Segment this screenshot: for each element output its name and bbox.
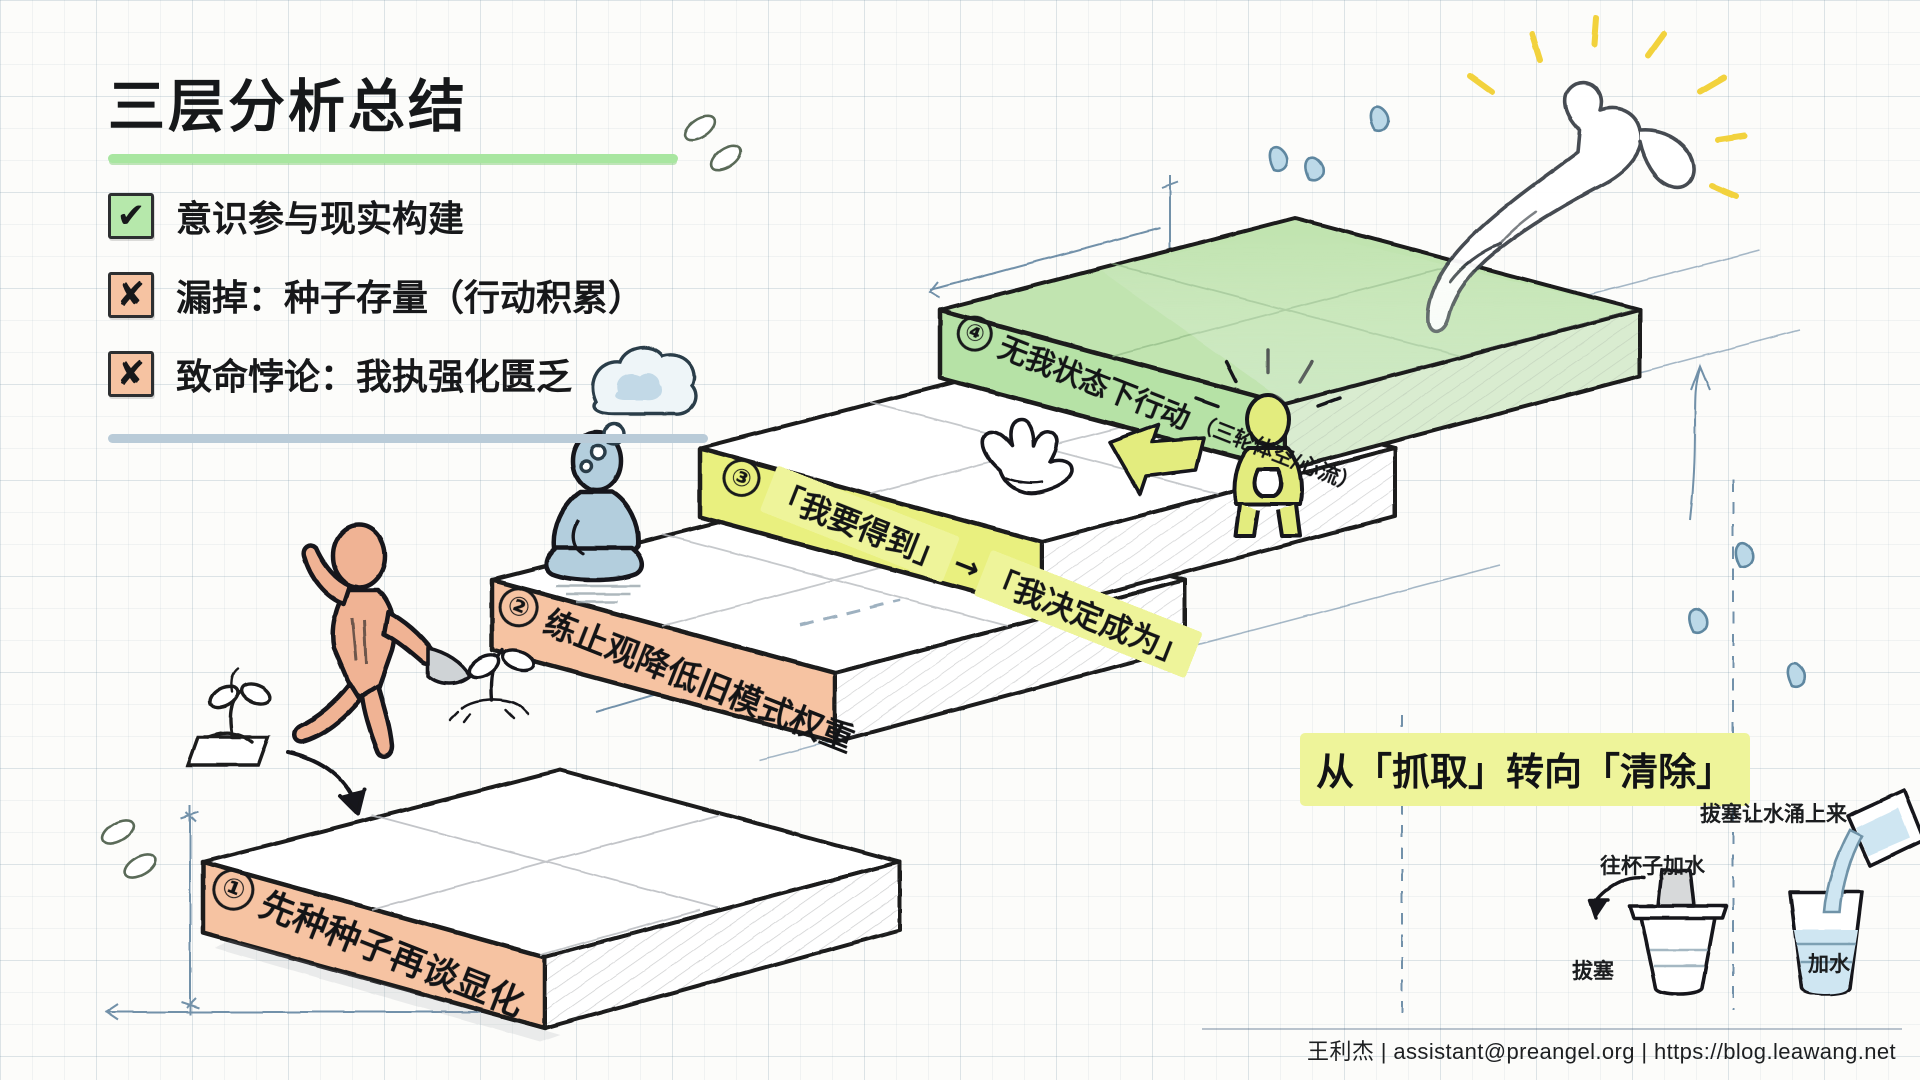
checkbox-checked: ✔	[108, 192, 154, 239]
title-underline-green	[108, 153, 678, 163]
cup-label-add-water-to-cup: 往杯子加水	[1600, 854, 1705, 878]
grasping-hand-sketch	[981, 418, 1074, 495]
transform-arrow-icon	[1108, 422, 1206, 496]
splash-rays	[1467, 15, 1747, 199]
cup-plug-illustration	[1588, 788, 1920, 996]
cross-icon: ✘	[116, 275, 146, 314]
water-droplets	[1268, 105, 1807, 689]
person-planting-figure	[292, 522, 472, 759]
callout-shift-message: 从「抓取」转向「清除」	[1300, 733, 1751, 806]
summary-header: 三层分析总结 ✔ 意识参与现实构建 ✘ 漏掉：种子存量（行动积累） ✘ 致命悖论…	[108, 74, 868, 443]
checklist-item: ✘ 致命悖论：我执强化匮乏	[108, 348, 868, 400]
header-divider-blue	[108, 433, 708, 443]
floating-seeds	[101, 114, 743, 879]
checklist-label: 致命悖论：我执强化匮乏	[176, 356, 573, 398]
check-icon: ✔	[116, 196, 146, 235]
footer-credit: 王利杰 | assistant@preangel.org | https://b…	[1307, 1039, 1896, 1064]
curved-arrow-step1	[286, 750, 366, 816]
cloud-shade	[615, 373, 663, 401]
cup-label-pull-plug-water-rises: 拔塞让水涌上来	[1700, 802, 1847, 826]
cup-label-add-water: 加水	[1808, 952, 1850, 976]
checklist-item: ✔ 意识参与现实构建	[108, 190, 868, 242]
checklist-label: 意识参与现实构建	[176, 198, 465, 240]
cross-icon: ✘	[116, 354, 146, 393]
step-1-block	[200, 768, 902, 1042]
water-surface-glow	[1100, 228, 1635, 402]
person-meditating-figure	[543, 429, 645, 583]
sprout-sketch	[448, 648, 536, 724]
checklist-item: ✘ 漏掉：种子存量（行动积累）	[108, 269, 868, 321]
footer-divider	[1202, 1028, 1902, 1030]
diving-figure-sketch	[1426, 80, 1696, 334]
checklist-label: 漏掉：种子存量（行动积累）	[176, 277, 645, 319]
seed-tray-sketch	[185, 666, 273, 767]
cup-label-pull-plug: 拔塞	[1572, 959, 1614, 983]
page-title: 三层分析总结	[108, 74, 468, 140]
checkbox-crossed: ✘	[108, 350, 154, 397]
pour-stream	[1822, 828, 1864, 914]
checkbox-crossed: ✘	[108, 271, 154, 318]
person-praying-figure	[1232, 393, 1304, 538]
